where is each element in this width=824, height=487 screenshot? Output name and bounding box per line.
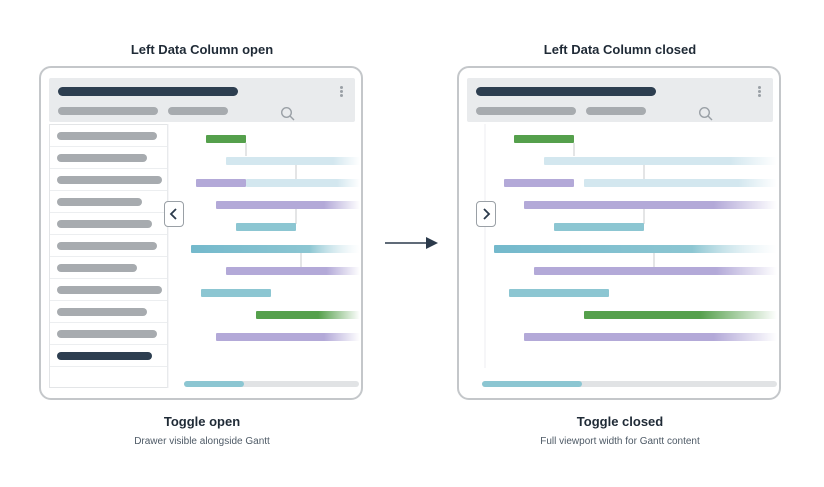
panel-open-title: Left Data Column open bbox=[130, 42, 274, 57]
gantt-bar bbox=[534, 267, 777, 275]
gantt-frame-closed bbox=[457, 66, 781, 400]
chevron-right-icon bbox=[483, 208, 491, 220]
gantt-bar bbox=[201, 289, 271, 297]
list-item[interactable] bbox=[50, 191, 167, 213]
gantt-bar bbox=[504, 179, 574, 187]
gantt-bar bbox=[236, 223, 296, 231]
gantt-bar bbox=[524, 333, 777, 341]
caption-subtitle: Drawer visible alongside Gantt bbox=[134, 436, 270, 447]
toolbar bbox=[49, 78, 355, 122]
search-icon[interactable] bbox=[698, 106, 714, 122]
kebab-menu-icon[interactable] bbox=[336, 85, 346, 99]
gantt-bar bbox=[544, 157, 777, 165]
panel-closed-title: Left Data Column closed bbox=[543, 42, 697, 57]
caption-subtitle: Full viewport width for Gantt content bbox=[540, 436, 700, 447]
caption-open: Toggle open Drawer visible alongside Gan… bbox=[37, 414, 367, 447]
gantt-bar bbox=[509, 289, 609, 297]
gantt-chart bbox=[482, 124, 777, 387]
gantt-bar bbox=[554, 223, 644, 231]
list-item[interactable] bbox=[50, 125, 167, 147]
toolbar-title-placeholder bbox=[58, 87, 238, 96]
gantt-bar bbox=[494, 245, 777, 253]
scrollbar-thumb bbox=[184, 381, 244, 387]
gantt-frame-open bbox=[39, 66, 363, 400]
gantt-bar bbox=[584, 179, 777, 187]
gantt-bar bbox=[206, 135, 246, 143]
gantt-bar bbox=[191, 245, 360, 253]
list-item-selected[interactable] bbox=[50, 345, 167, 367]
gantt-bar bbox=[216, 333, 360, 341]
list-item[interactable] bbox=[50, 323, 167, 345]
gantt-bar bbox=[514, 135, 574, 143]
toggle-drawer-button[interactable] bbox=[164, 201, 184, 227]
caption-title: Toggle open bbox=[163, 414, 241, 429]
toolbar bbox=[467, 78, 773, 122]
list-item[interactable] bbox=[50, 257, 167, 279]
scrollbar-thumb bbox=[482, 381, 582, 387]
toolbar-chip[interactable] bbox=[58, 107, 158, 115]
kebab-menu-icon[interactable] bbox=[754, 85, 764, 99]
toggle-drawer-button[interactable] bbox=[476, 201, 496, 227]
toolbar-chip[interactable] bbox=[168, 107, 228, 115]
list-item[interactable] bbox=[50, 147, 167, 169]
gantt-bar bbox=[584, 311, 777, 319]
list-item[interactable] bbox=[50, 279, 167, 301]
gantt-bar bbox=[226, 267, 360, 275]
gantt-bar bbox=[216, 201, 360, 209]
gantt-chart bbox=[167, 124, 360, 388]
toolbar-title-placeholder bbox=[476, 87, 656, 96]
search-icon[interactable] bbox=[280, 106, 296, 122]
gantt-bar bbox=[524, 201, 777, 209]
arrow-right-icon bbox=[385, 237, 438, 249]
left-data-column bbox=[49, 124, 168, 388]
list-item[interactable] bbox=[50, 169, 167, 191]
list-item[interactable] bbox=[50, 301, 167, 323]
gantt-bar bbox=[256, 311, 360, 319]
toolbar-chip[interactable] bbox=[476, 107, 576, 115]
chevron-left-icon bbox=[169, 208, 177, 220]
gantt-bar bbox=[246, 179, 360, 187]
toolbar-chip[interactable] bbox=[586, 107, 646, 115]
list-item[interactable] bbox=[50, 213, 167, 235]
caption-title: Toggle closed bbox=[576, 414, 664, 429]
list-item[interactable] bbox=[50, 235, 167, 257]
caption-closed: Toggle closed Full viewport width for Ga… bbox=[455, 414, 785, 447]
gantt-bar bbox=[196, 179, 246, 187]
gantt-bar bbox=[226, 157, 360, 165]
